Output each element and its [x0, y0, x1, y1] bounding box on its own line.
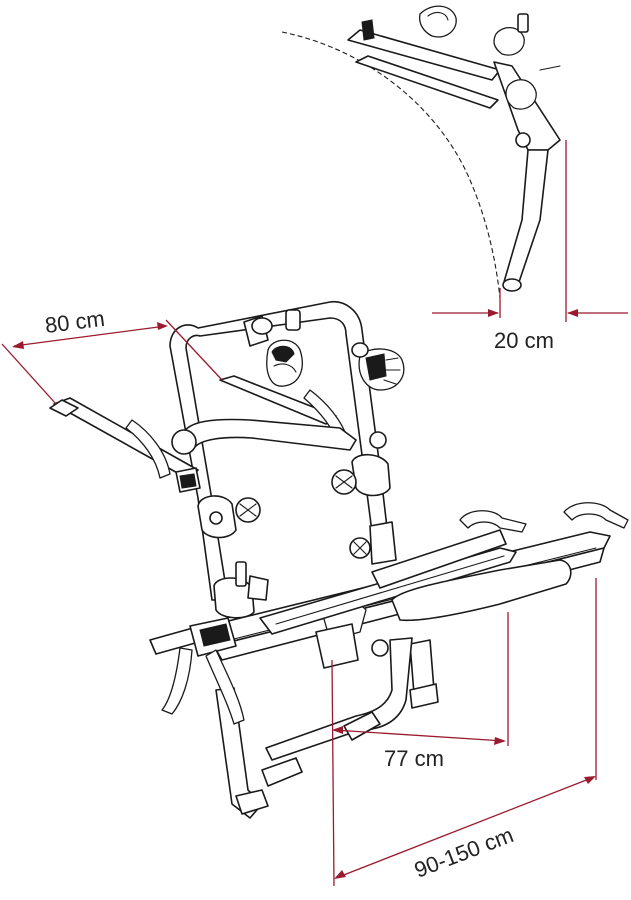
offset-label: 20 cm [494, 328, 554, 353]
right-side-arm [171, 375, 387, 455]
side-view-inset [281, 5, 561, 299]
side-frame [347, 5, 561, 292]
rail-length-label: 90-150 cm [411, 822, 517, 883]
rail-spacing-label: 77 cm [384, 746, 444, 771]
top-clamp-left [243, 309, 303, 387]
top-clamp-right [351, 342, 405, 391]
lower-clamps [213, 561, 269, 619]
side-depth-label: 80 cm [44, 306, 107, 338]
left-strap-buckle [149, 617, 245, 725]
bike-carrier [49, 301, 629, 819]
rail-center-body [315, 559, 572, 669]
mid-clamp-right [331, 453, 397, 565]
dimension-rail-spacing: 77 cm [332, 612, 509, 771]
left-side-arm [49, 397, 201, 493]
wheel-rail-rear [259, 510, 527, 635]
dimension-offset: 20 cm [432, 140, 628, 353]
upper-frame [169, 301, 389, 601]
mid-clamp-left [197, 495, 261, 539]
vehicle-rear-contour [281, 31, 501, 299]
